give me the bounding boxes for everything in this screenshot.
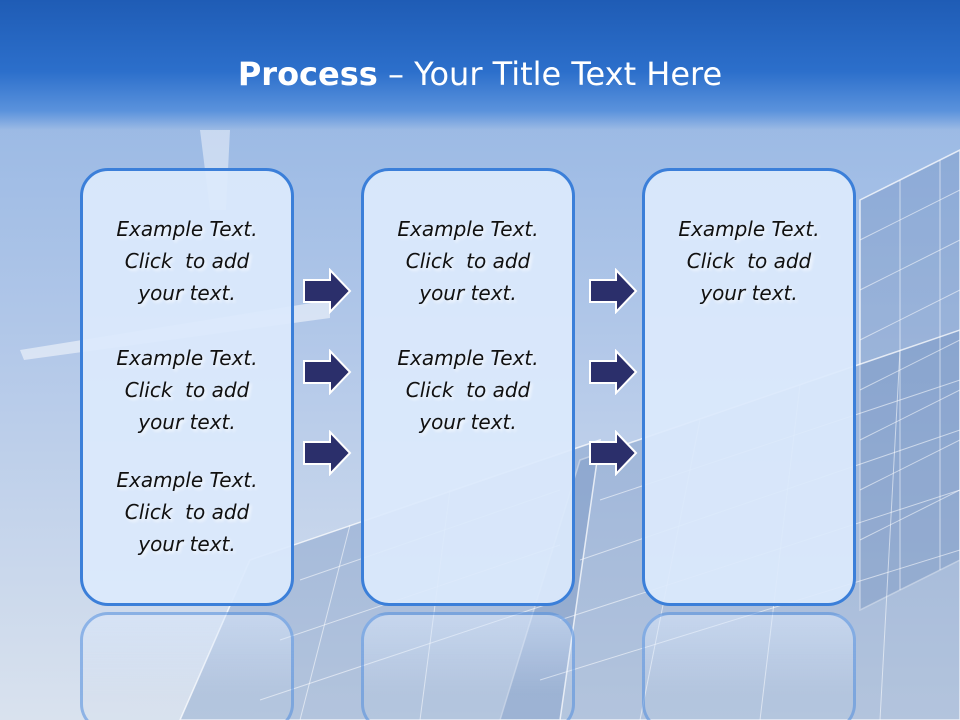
text-line: Click to add — [405, 378, 531, 402]
box-reflection — [642, 612, 856, 720]
text-line: Example Text. — [397, 346, 539, 370]
text-line: your text. — [138, 410, 236, 434]
title-bar — [0, 0, 960, 130]
text-line: Example Text. — [678, 217, 820, 241]
text-line: Example Text. — [116, 468, 258, 492]
arrow-right-icon[interactable] — [588, 349, 638, 395]
process-box-3[interactable]: Example Text. Click to add your text. — [642, 168, 856, 606]
text-block[interactable]: Example Text. Click to add your text. — [83, 342, 291, 438]
arrow-right-icon[interactable] — [588, 430, 638, 476]
text-line: your text. — [419, 281, 517, 305]
text-line: your text. — [138, 281, 236, 305]
arrow-right-icon[interactable] — [302, 430, 352, 476]
arrow-right-icon[interactable] — [588, 268, 638, 314]
process-box-2[interactable]: Example Text. Click to add your text. Ex… — [361, 168, 575, 606]
text-line: Example Text. — [397, 217, 539, 241]
box-reflection — [80, 612, 294, 720]
text-line: Click to add — [124, 249, 250, 273]
arrow-right-icon[interactable] — [302, 349, 352, 395]
text-line: your text. — [138, 532, 236, 556]
text-block[interactable]: Example Text. Click to add your text. — [645, 213, 853, 309]
arrow-right-icon[interactable] — [302, 268, 352, 314]
slide-title[interactable]: Process – Your Title Text Here — [0, 52, 960, 96]
text-block[interactable]: Example Text. Click to add your text. — [364, 213, 572, 309]
title-rest: – Your Title Text Here — [377, 55, 723, 93]
text-line: your text. — [700, 281, 798, 305]
box-reflection — [361, 612, 575, 720]
text-line: Click to add — [124, 500, 250, 524]
text-line: Example Text. — [116, 217, 258, 241]
text-line: Click to add — [686, 249, 812, 273]
text-line: Click to add — [124, 378, 250, 402]
text-line: Click to add — [405, 249, 531, 273]
text-line: your text. — [419, 410, 517, 434]
title-strong: Process — [237, 55, 378, 93]
text-block[interactable]: Example Text. Click to add your text. — [83, 464, 291, 560]
text-block[interactable]: Example Text. Click to add your text. — [83, 213, 291, 309]
text-line: Example Text. — [116, 346, 258, 370]
process-box-1[interactable]: Example Text. Click to add your text. Ex… — [80, 168, 294, 606]
text-block[interactable]: Example Text. Click to add your text. — [364, 342, 572, 438]
